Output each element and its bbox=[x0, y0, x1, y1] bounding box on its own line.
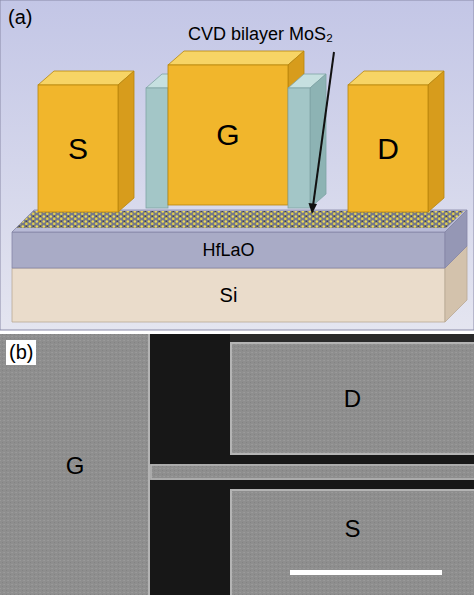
finger-edge bbox=[151, 465, 474, 479]
node-label: D bbox=[377, 132, 399, 166]
leader-line bbox=[313, 52, 334, 206]
source-front bbox=[38, 85, 118, 212]
spacer-front bbox=[146, 88, 168, 208]
drain-front bbox=[348, 85, 428, 212]
pad-edge bbox=[148, 334, 150, 595]
panel-a-ground bbox=[0, 0, 474, 330]
node-label: G bbox=[66, 452, 85, 480]
gate-front bbox=[168, 65, 288, 205]
drain-top bbox=[348, 71, 444, 85]
hflao-front bbox=[12, 232, 445, 268]
spacer-front bbox=[288, 88, 310, 208]
substrate-layer: Si bbox=[12, 268, 445, 322]
node-label: D bbox=[344, 385, 361, 413]
material-label: CVD bilayer MoS₂ bbox=[188, 24, 333, 45]
leader-arrowhead bbox=[309, 203, 318, 214]
dielectric-layer: HfLaO bbox=[12, 232, 445, 268]
drain-contact: D bbox=[348, 85, 428, 212]
node-label: S bbox=[68, 132, 88, 166]
pad-edge bbox=[231, 490, 474, 595]
gate-contact: G bbox=[168, 65, 288, 205]
sem-gap bbox=[150, 480, 230, 595]
sem-gap bbox=[150, 334, 230, 464]
source-pad: S bbox=[231, 490, 474, 568]
sem-gap bbox=[150, 455, 474, 464]
gate-top bbox=[168, 51, 304, 65]
source-top bbox=[38, 71, 134, 85]
drain-side bbox=[428, 71, 444, 212]
scale-bar bbox=[290, 570, 442, 575]
hflao-top bbox=[12, 210, 467, 232]
node-label: Si bbox=[220, 284, 238, 307]
si-front bbox=[12, 268, 445, 322]
node-label: HfLaO bbox=[202, 240, 254, 261]
panel-label: (b) bbox=[6, 340, 36, 365]
drain-pad: D bbox=[231, 343, 474, 454]
pad-edge bbox=[231, 343, 474, 454]
mos2-lattice bbox=[16, 211, 464, 228]
spacer-side bbox=[310, 74, 326, 208]
panel-label: (a) bbox=[8, 6, 32, 29]
source-side bbox=[118, 71, 134, 212]
source-contact: S bbox=[38, 85, 118, 212]
node-label: S bbox=[344, 515, 360, 543]
node-label: G bbox=[216, 118, 239, 152]
gate-pad: G bbox=[0, 342, 150, 590]
